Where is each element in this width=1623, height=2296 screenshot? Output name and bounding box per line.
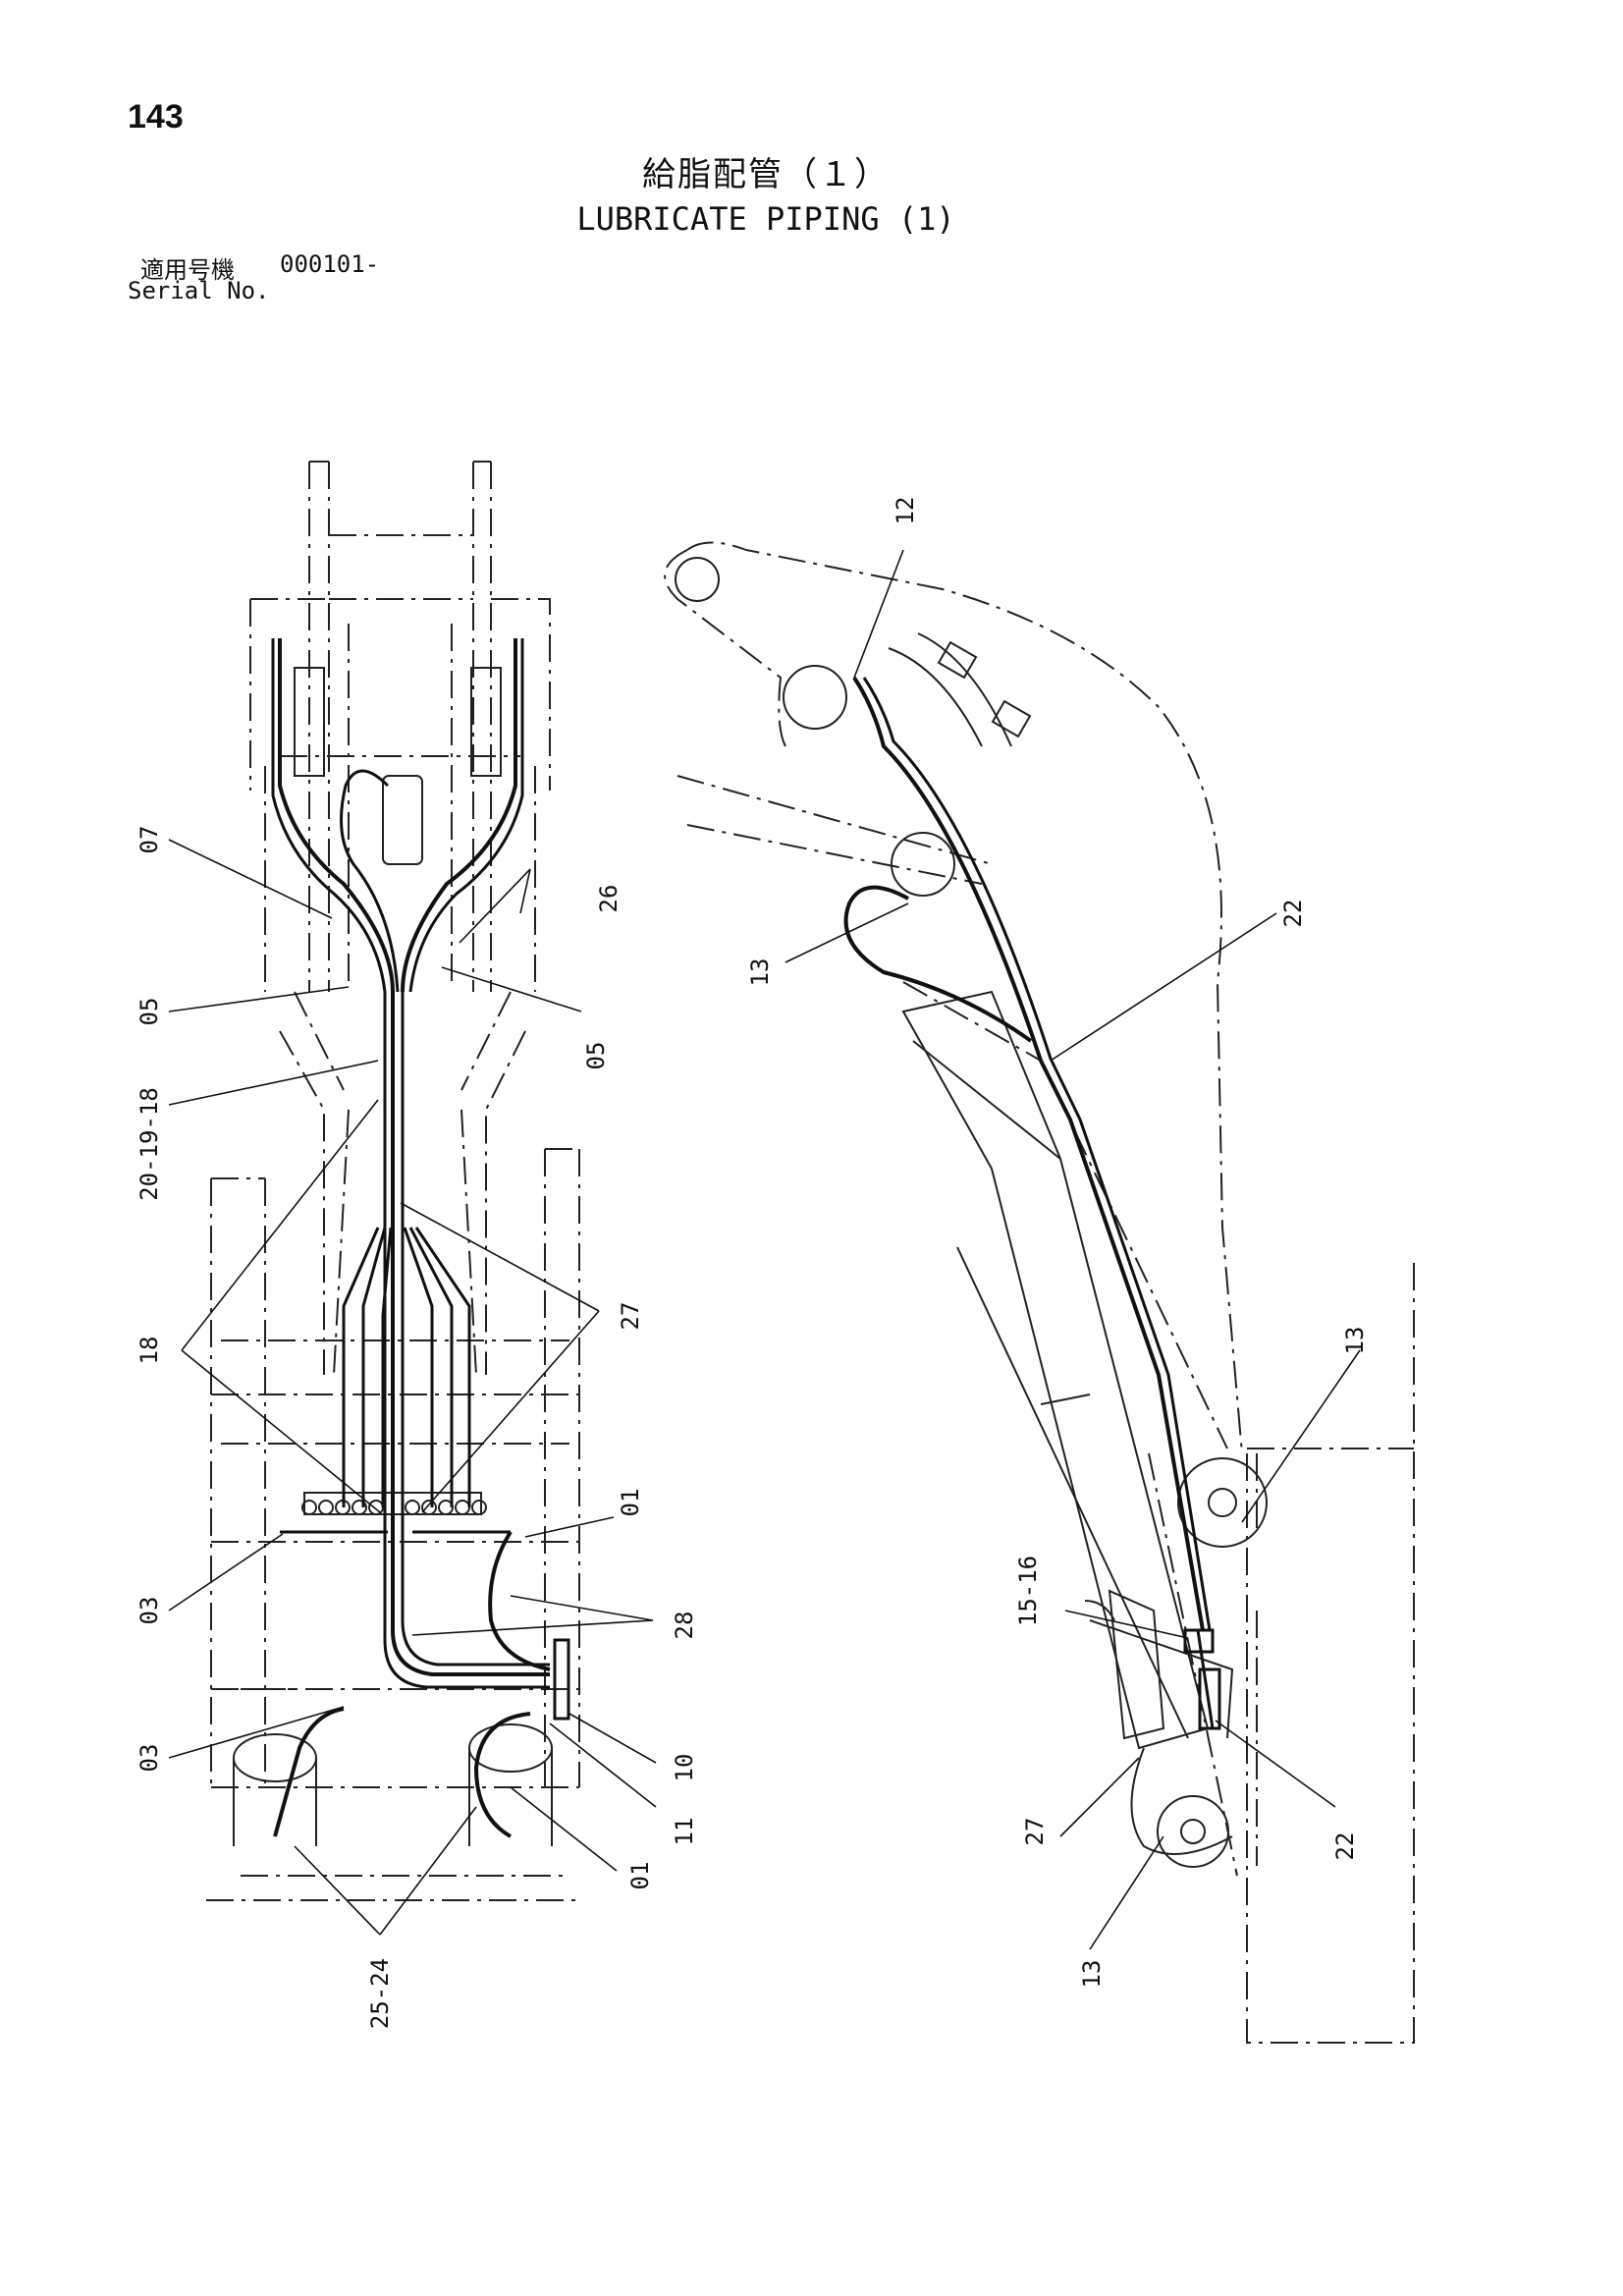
callout-27-right: 27	[1021, 1818, 1049, 1846]
callout-01-upper: 01	[617, 1489, 644, 1517]
callout-01-lower: 01	[626, 1862, 654, 1890]
serial-label-japanese: 適用号機	[140, 256, 235, 284]
callout-11: 11	[671, 1818, 698, 1846]
callout-18: 18	[135, 1337, 163, 1365]
page-number: 143	[128, 98, 184, 136]
callout-13-lower: 13	[1078, 1960, 1106, 1989]
callout-10: 10	[671, 1754, 698, 1782]
callout-27-left: 27	[617, 1302, 644, 1331]
callout-05-right: 05	[582, 1042, 610, 1070]
callout-12: 12	[892, 497, 919, 525]
serial-number: 000101-	[280, 250, 380, 278]
callout-22-upper: 22	[1279, 900, 1307, 928]
left-lubricate-hoses	[271, 638, 570, 1838]
callout-13-right: 13	[1341, 1327, 1369, 1355]
callout-22-lower: 22	[1331, 1832, 1359, 1861]
callout-25-24: 25-24	[366, 1958, 394, 2029]
serial-label-english: Serial No.	[128, 277, 270, 304]
callout-20-19-18: 20-19-18	[135, 1087, 163, 1201]
callout-15-16: 15-16	[1014, 1556, 1042, 1626]
boom-side-view	[664, 541, 1415, 2044]
frame-top-view	[206, 461, 580, 1901]
leader-lines	[168, 549, 1361, 1950]
callout-07: 07	[135, 826, 163, 854]
callout-03-lower: 03	[135, 1744, 163, 1773]
right-lubricate-hoses	[843, 676, 1221, 1730]
title-japanese: 給脂配管（１）	[642, 155, 890, 194]
callout-03-upper: 03	[135, 1597, 163, 1625]
callout-28: 28	[671, 1612, 698, 1640]
callout-labels: 07 26 05 05 20-19-18 18 27 01 03 28 03 1…	[135, 497, 1369, 2030]
callout-05-left: 05	[135, 998, 163, 1026]
callout-13-upper: 13	[746, 958, 774, 987]
title-english: LUBRICATE PIPING (1)	[576, 200, 955, 238]
callout-26: 26	[595, 885, 622, 913]
